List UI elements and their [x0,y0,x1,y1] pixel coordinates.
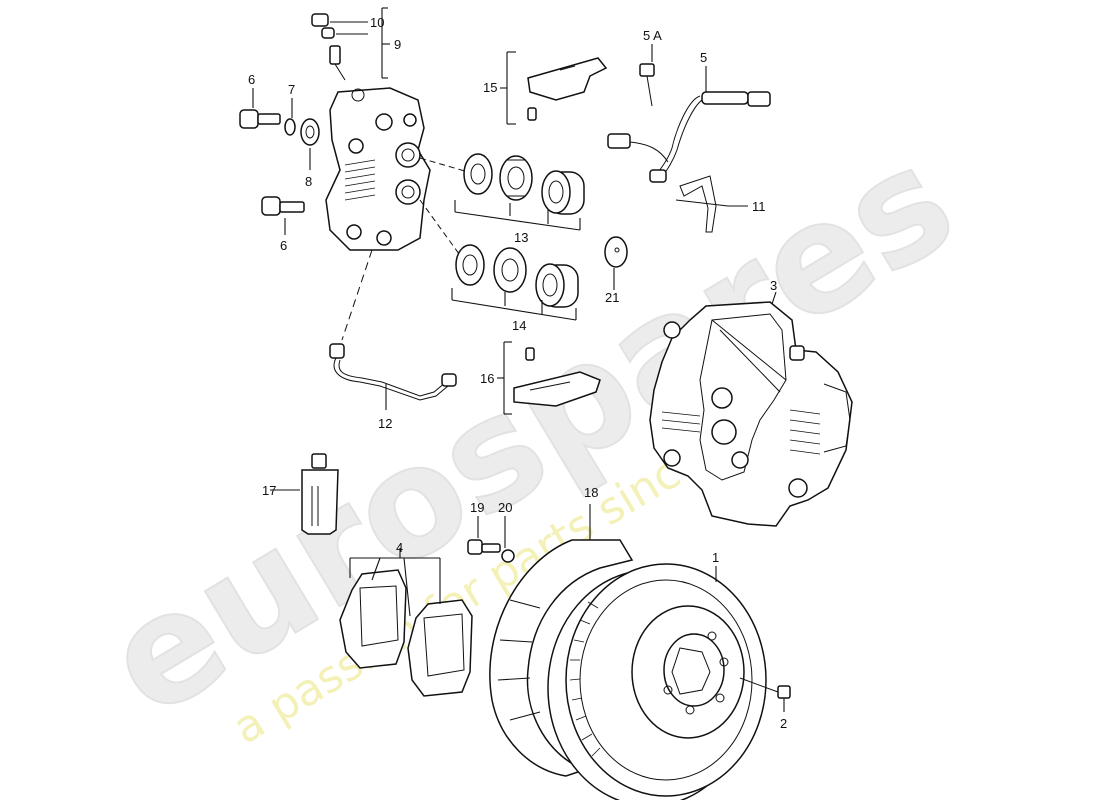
callout-labels: 10 9 6 7 8 6 15 5 A 5 11 13 21 14 3 16 1… [248,15,787,731]
piston-set-lower [451,244,579,321]
disc-shield-bolt-part [467,516,515,563]
callout-12: 12 [378,416,392,431]
callout-16: 16 [480,371,494,386]
callout-5a: 5 A [643,28,662,43]
piston-set-upper [454,153,585,231]
caliper-half-left [325,87,469,341]
callout-14: 14 [512,318,526,333]
disc-screw-part [739,677,791,712]
brake-line-part [329,343,457,410]
spring-plate-lower [497,341,601,415]
retaining-clip-part [675,175,748,233]
callout-20: 20 [498,500,512,515]
brake-disc-part [547,563,767,800]
callout-10: 10 [370,15,384,30]
callout-11: 11 [752,199,766,214]
grease-tube-part [270,453,339,535]
sticker-disc-part [604,236,628,290]
callout-5: 5 [700,50,707,65]
callout-7: 7 [288,82,295,97]
callout-13: 13 [514,230,528,245]
callout-8: 8 [305,174,312,189]
callout-17: 17 [262,483,276,498]
callout-9: 9 [394,37,401,52]
spring-plate-upper [500,51,608,125]
wear-sensor-part [607,44,771,183]
caliper-assembly-part [649,291,853,527]
callout-4: 4 [396,540,403,555]
caliper-bolts-part [239,88,320,235]
brake-pads-part [339,548,473,697]
callout-15: 15 [483,80,497,95]
callout-6-bottom: 6 [280,238,287,253]
callout-6-top: 6 [248,72,255,87]
callout-21: 21 [605,290,619,305]
callout-1: 1 [712,550,719,565]
bleeder-valve-part [311,7,390,81]
callout-19: 19 [470,500,484,515]
callout-2: 2 [780,716,787,731]
callout-3: 3 [770,278,777,293]
callout-18: 18 [584,485,598,500]
